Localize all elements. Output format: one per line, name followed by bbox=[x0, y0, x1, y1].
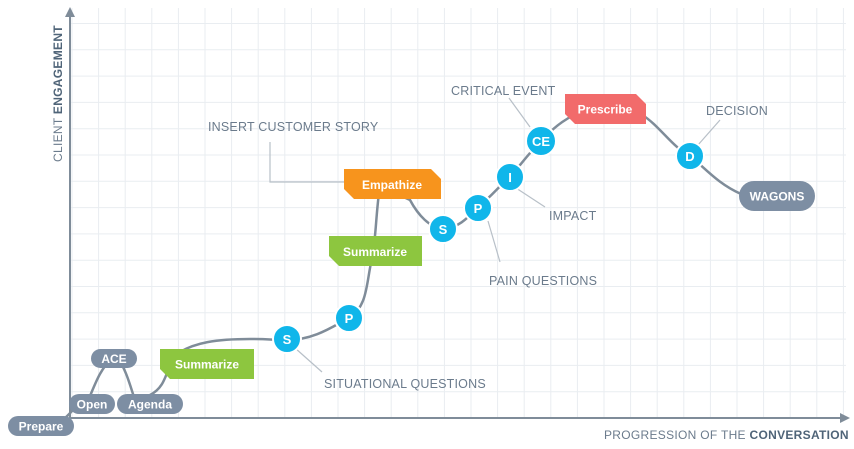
y-axis-arrow-icon bbox=[65, 7, 75, 17]
open-pill[interactable]: Open bbox=[69, 394, 115, 414]
open-label: Open bbox=[77, 398, 108, 412]
wagons-label: WAGONS bbox=[750, 190, 805, 204]
decision-annotation: DECISION bbox=[706, 104, 768, 118]
decision-d-node[interactable]: D bbox=[675, 141, 705, 171]
empathize-tag[interactable]: Empathize bbox=[344, 169, 441, 199]
agenda-label: Agenda bbox=[128, 398, 172, 412]
situational-s-node[interactable]: S bbox=[272, 324, 302, 354]
summarize-tag-1[interactable]: Summarize bbox=[160, 349, 254, 379]
wagons-pill[interactable]: WAGONS bbox=[739, 181, 815, 211]
prescribe-label: Prescribe bbox=[578, 103, 633, 117]
insert-customer-story-annotation: INSERT CUSTOMER STORY bbox=[208, 120, 379, 134]
prepare-pill[interactable]: Prepare bbox=[8, 416, 74, 436]
ce-letters: CE bbox=[532, 134, 550, 149]
impact-annotation: IMPACT bbox=[549, 209, 597, 223]
critical-event-ce-node[interactable]: CE bbox=[525, 125, 557, 157]
critical-event-annotation: CRITICAL EVENT bbox=[451, 84, 556, 98]
prepare-label: Prepare bbox=[19, 420, 64, 434]
summarize-tag-2[interactable]: Summarize bbox=[329, 236, 422, 266]
pain-questions-annotation: PAIN QUESTIONS bbox=[489, 274, 597, 288]
i-letter: I bbox=[508, 170, 512, 185]
x-axis bbox=[70, 413, 850, 423]
ace-pill[interactable]: ACE bbox=[91, 349, 137, 368]
y-axis-label: CLIENT ENGAGEMENT bbox=[51, 25, 65, 162]
p1-letter: P bbox=[345, 311, 354, 326]
prescribe-tag[interactable]: Prescribe bbox=[565, 94, 646, 124]
situational-questions-annotation: SITUATIONAL QUESTIONS bbox=[324, 377, 486, 391]
pain-p-node-2[interactable]: P bbox=[463, 193, 493, 223]
summarize-2-label: Summarize bbox=[343, 245, 407, 259]
p2-letter: P bbox=[474, 201, 483, 216]
ace-label: ACE bbox=[101, 352, 126, 366]
s2-letter: S bbox=[439, 222, 448, 237]
x-axis-label: PROGRESSION OF THE CONVERSATION bbox=[604, 428, 849, 442]
empathize-label: Empathize bbox=[362, 178, 422, 192]
agenda-pill[interactable]: Agenda bbox=[117, 394, 183, 414]
x-axis-arrow-icon bbox=[840, 413, 850, 423]
s1-letter: S bbox=[283, 332, 292, 347]
annotation-leaders bbox=[269, 97, 721, 373]
summarize-1-label: Summarize bbox=[175, 358, 239, 372]
impact-i-node[interactable]: I bbox=[495, 162, 525, 192]
pain-p-node-1[interactable]: P bbox=[334, 303, 364, 333]
y-axis bbox=[65, 7, 75, 420]
situational-s-node-2[interactable]: S bbox=[428, 214, 458, 244]
d-letter: D bbox=[685, 149, 694, 164]
